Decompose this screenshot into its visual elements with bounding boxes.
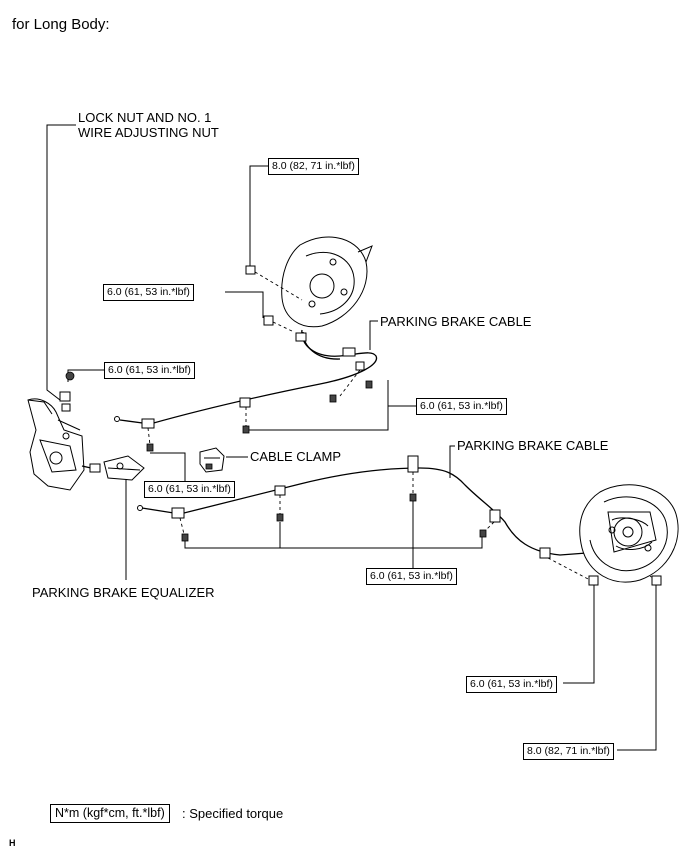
corner-mark: H — [9, 838, 16, 848]
bolt-upper-3 — [365, 380, 373, 389]
torque-box-4: 6.0 (61, 53 in.*lbf) — [416, 398, 507, 415]
bolt-lower-6 — [651, 575, 662, 586]
bolt-lower-1 — [181, 533, 189, 542]
equalizer-part — [103, 455, 145, 481]
leader-torque-5 — [150, 452, 186, 481]
leader-torque-7 — [563, 585, 595, 684]
torque-box-5: 6.0 (61, 53 in.*lbf) — [144, 481, 235, 498]
leader-cable-lower — [449, 445, 455, 478]
torque-box-2: 6.0 (61, 53 in.*lbf) — [103, 284, 194, 301]
bolt-lower-3 — [409, 493, 417, 502]
parking-brake-lever — [27, 391, 101, 491]
label-cable-clamp: CABLE CLAMP — [250, 449, 342, 464]
bolt-upper-1 — [245, 265, 303, 301]
leader-torque-2 — [225, 291, 264, 318]
bolt-lower-2 — [276, 513, 284, 522]
lower-backing-plate — [579, 484, 679, 583]
leader-torque-1 — [249, 165, 268, 268]
upper-cable — [114, 329, 378, 446]
nut-lock — [65, 371, 75, 381]
torque-box-3: 6.0 (61, 53 in.*lbf) — [104, 362, 195, 379]
legend-description: : Specified torque — [182, 806, 284, 821]
bolt-lower-5 — [588, 575, 599, 586]
bolt-lower-4 — [479, 529, 487, 538]
leader-torque-6 — [184, 536, 483, 549]
label-lock-nut-line1: LOCK NUT AND NO. 1 — [78, 110, 212, 125]
torque-box-8: 8.0 (82, 71 in.*lbf) — [523, 743, 614, 760]
leader-cable-upper — [369, 320, 378, 350]
leader-torque-8 — [617, 585, 657, 751]
torque-box-7: 6.0 (61, 53 in.*lbf) — [466, 676, 557, 693]
cable-clamp-part — [199, 447, 225, 473]
label-parking-brake-cable-upper: PARKING BRAKE CABLE — [380, 314, 532, 329]
leader-torque-4 — [246, 405, 416, 431]
legend-unit-box: N*m (kgf*cm, ft.*lbf) — [50, 804, 170, 823]
lower-cable — [137, 455, 655, 581]
torque-box-1: 8.0 (82, 71 in.*lbf) — [268, 158, 359, 175]
label-lock-nut-line2: WIRE ADJUSTING NUT — [78, 125, 219, 140]
bolt-upper-6 — [146, 443, 154, 452]
bolt-upper-5 — [242, 425, 250, 434]
bolt-upper-2 — [263, 315, 295, 333]
upper-backing-plate — [281, 236, 373, 328]
label-parking-brake-cable-lower: PARKING BRAKE CABLE — [457, 438, 609, 453]
page-heading: for Long Body: — [12, 16, 110, 33]
leader-lock-nut — [46, 124, 76, 401]
bolt-upper-4 — [329, 394, 337, 403]
torque-box-6: 6.0 (61, 53 in.*lbf) — [366, 568, 457, 585]
label-parking-brake-equalizer: PARKING BRAKE EQUALIZER — [32, 585, 215, 600]
